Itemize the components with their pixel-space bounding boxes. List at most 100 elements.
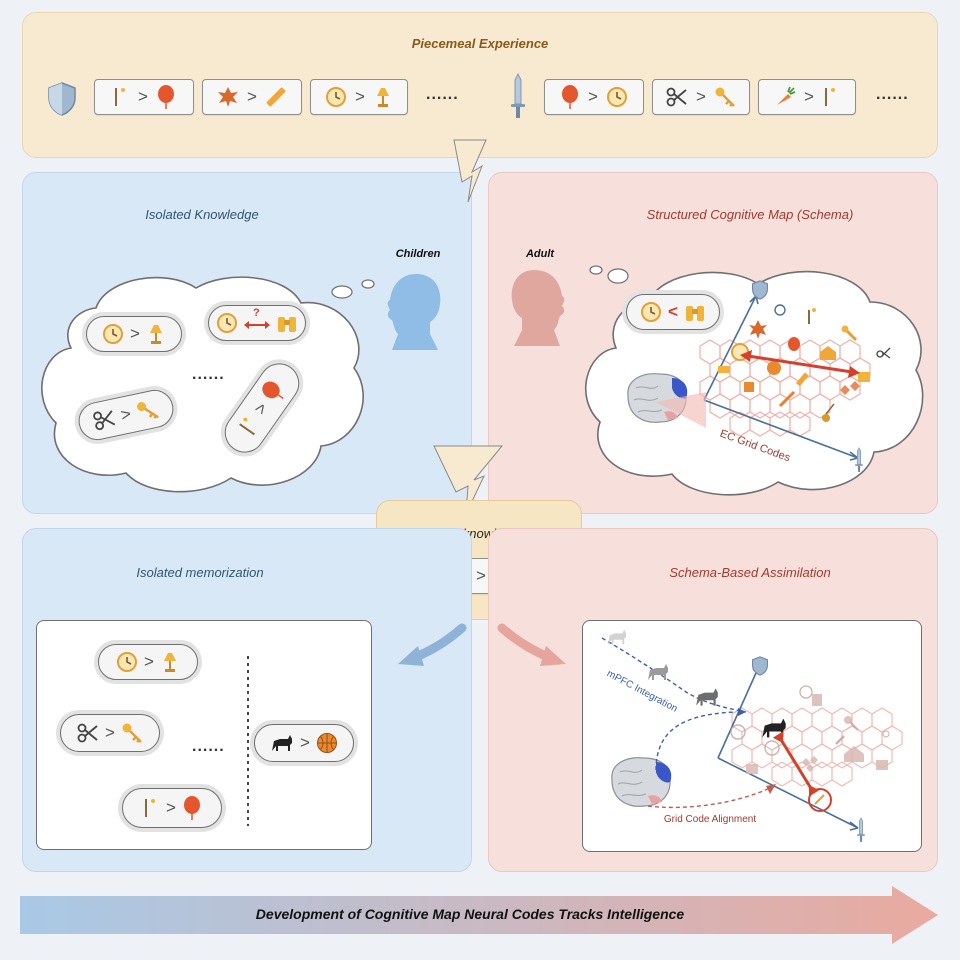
question-mark: ?: [253, 307, 260, 319]
cat-icon: [608, 629, 626, 645]
lightning-connector-top: [453, 139, 487, 203]
children-pill-3: >: [75, 386, 177, 444]
key-icon: [122, 723, 142, 743]
pair-chip-2: >: [202, 79, 302, 115]
ellipsis-left: ......: [426, 86, 459, 103]
clock-icon: [326, 87, 347, 107]
mem-pill-3: >: [122, 788, 222, 828]
comparison-operator: >: [588, 87, 598, 106]
brain-icon: [627, 373, 688, 423]
clock-icon: [117, 652, 138, 672]
development-caption: Development of Cognitive Map Neural Code…: [255, 906, 685, 922]
uncertain-relation: ?: [244, 307, 270, 333]
comparison-operator: >: [300, 733, 310, 752]
stick-note-icon: [824, 88, 835, 106]
clock-icon: [606, 87, 627, 107]
leaf-icon: [218, 87, 239, 107]
clock-icon: [103, 324, 124, 344]
pair-chip-3: >: [310, 79, 408, 115]
adult-thought-dots: [589, 265, 629, 284]
child-head-icon: [387, 274, 441, 350]
balloon-icon: [562, 85, 579, 109]
grid-alignment-path: [647, 784, 776, 809]
key-icon: [137, 402, 159, 419]
mem-ellipsis: ......: [192, 738, 225, 755]
children-label: Children: [395, 248, 441, 260]
carrot-icon: [777, 86, 796, 105]
cat-icon: [648, 664, 668, 680]
mem-pill-2: >: [60, 714, 160, 752]
lamp-icon: [163, 653, 176, 672]
isolated-memorization-title: Isolated memorization: [136, 565, 264, 580]
sword-icon: [855, 447, 863, 472]
children-pill-4: >: [216, 355, 308, 461]
structured-map-title: Structured Cognitive Map (Schema): [646, 207, 854, 222]
shield-icon: [752, 656, 768, 676]
development-arrow: [20, 886, 938, 944]
key-icon: [715, 87, 735, 107]
comparison-operator: >: [355, 87, 365, 106]
comparison-operator: >: [144, 652, 154, 671]
comparison-operator: >: [250, 399, 272, 419]
adult-axes: [703, 295, 859, 461]
balloon-icon: [183, 796, 200, 820]
curved-arrow-right: [497, 623, 566, 666]
cat-icon: [696, 688, 718, 706]
scissors-icon: [77, 723, 98, 743]
scissors-icon: [666, 87, 687, 107]
comparison-operator: >: [105, 723, 115, 742]
comparison-arrow: [740, 350, 860, 378]
clock-icon: [641, 302, 662, 322]
adult-label: Adult: [525, 248, 555, 260]
scissors-icon: [93, 410, 116, 431]
comparison-operator: >: [166, 798, 176, 817]
piecemeal-title: Piecemeal Experience: [411, 36, 549, 51]
children-ellipsis: ......: [192, 366, 225, 383]
stick-note-icon: [239, 417, 256, 436]
children-pill-1: >: [86, 316, 182, 352]
binoculars-icon: [278, 317, 296, 332]
cat-icon: [762, 718, 786, 738]
faded-objects: [730, 685, 890, 774]
pair-chip-5: >: [652, 79, 750, 115]
comparison-operator: >: [476, 566, 486, 585]
adult-pill: <: [626, 294, 720, 330]
thought-bubble-dots: [331, 279, 375, 299]
sword-icon: [857, 817, 865, 842]
schema-assimilation-title: Schema-Based Assimilation: [669, 565, 831, 580]
comparison-operator: >: [696, 87, 706, 106]
sword-icon: [511, 72, 525, 118]
curved-arrow-left: [398, 623, 467, 666]
lightning-connector-mid: [433, 445, 504, 515]
comparison-operator: >: [804, 87, 814, 106]
shield-icon: [752, 280, 768, 300]
pair-chip-4: >: [544, 79, 644, 115]
grid-code-alignment-label: Grid Code Alignment: [663, 814, 757, 825]
double-arrow-icon: [244, 321, 270, 329]
lamp-icon: [376, 88, 389, 107]
scattered-objects: [718, 304, 891, 422]
binoculars-icon: [685, 306, 704, 321]
cat-icon: [272, 735, 293, 751]
balloon-icon: [157, 85, 174, 109]
comparison-operator: >: [119, 404, 133, 425]
basketball-icon: [316, 733, 337, 753]
children-pill-2: ?: [208, 305, 306, 341]
lamp-icon: [149, 325, 162, 344]
pair-chip-6: >: [758, 79, 856, 115]
comparison-operator: >: [247, 87, 257, 106]
stick-note-icon: [145, 799, 156, 817]
ellipsis-right: ......: [876, 86, 909, 103]
adult-head-icon: [511, 270, 565, 346]
comparison-operator: >: [130, 324, 140, 343]
schema-assimilation-box: [582, 620, 922, 852]
mem-pill-new: >: [254, 724, 354, 762]
pair-chip-1: >: [94, 79, 194, 115]
grid-pink-gradient: [656, 392, 706, 428]
comparison-operator: >: [138, 87, 148, 106]
clock-icon: [217, 313, 237, 333]
shield-icon: [48, 82, 76, 116]
mem-pill-1: >: [98, 644, 198, 680]
balloon-icon: [262, 381, 284, 400]
mpfc-integration-path: [601, 637, 747, 771]
